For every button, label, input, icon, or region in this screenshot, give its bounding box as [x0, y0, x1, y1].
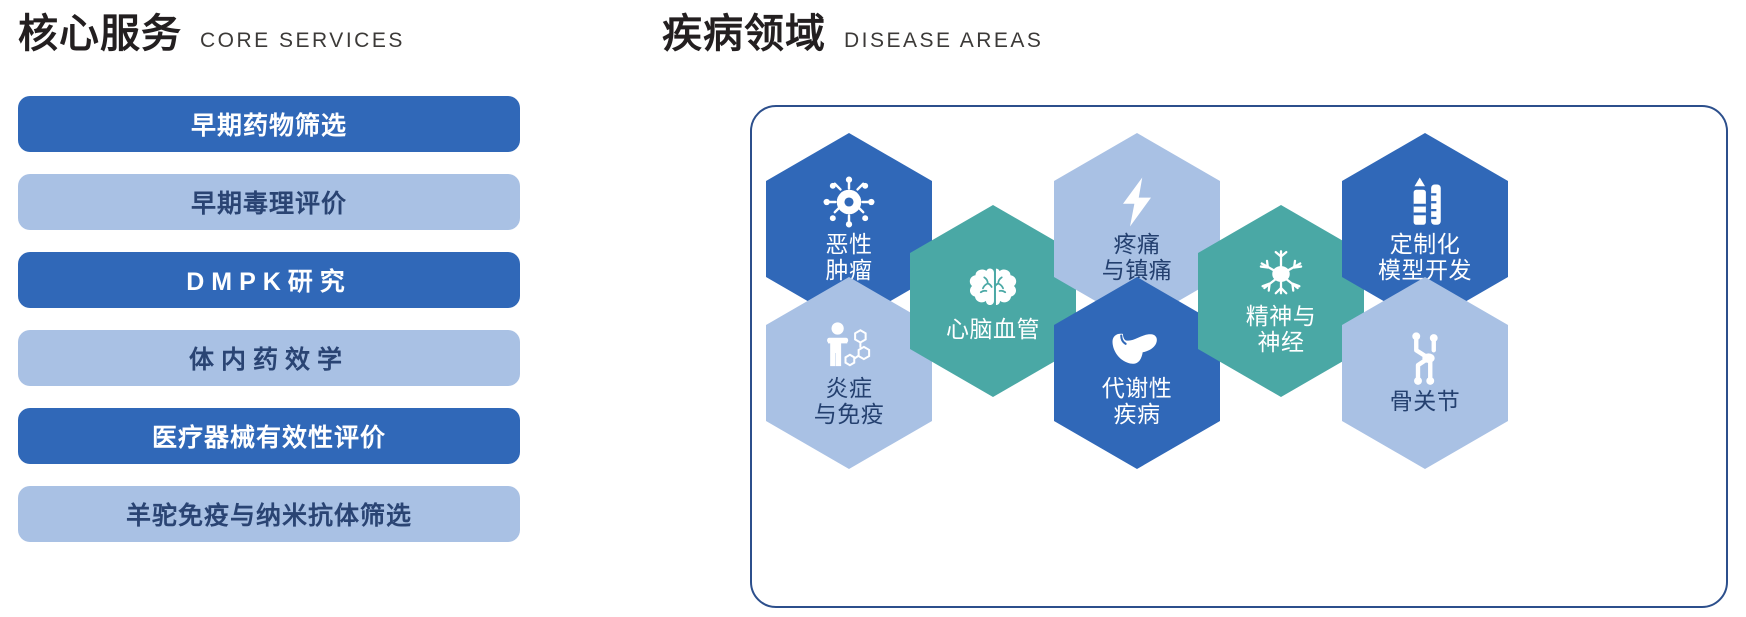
- service-pill-label: 羊驼免疫与纳米抗体筛选: [125, 502, 412, 530]
- hex-tile-psychiatry-neurology[interactable]: 精神与 神经: [1198, 205, 1364, 397]
- disease-areas-heading: 疾病领域 DISEASE AREAS: [662, 14, 1043, 54]
- service-pill-label: 医疗器械有效性评价: [151, 424, 386, 452]
- neuron-icon: [1250, 246, 1312, 302]
- virus-icon: [818, 174, 880, 230]
- core-services-list: 早期药物筛选 早期毒理评价 DMPK研究 体内药效学 医疗器械有效性评价 羊驼免…: [18, 96, 520, 564]
- core-services-heading: 核心服务 CORE SERVICES: [18, 14, 405, 54]
- service-pill-5[interactable]: 羊驼免疫与纳米抗体筛选: [18, 486, 520, 542]
- service-pill-0[interactable]: 早期药物筛选: [18, 96, 520, 152]
- service-pill-1[interactable]: 早期毒理评价: [18, 174, 520, 230]
- brain-icon: [962, 259, 1024, 315]
- liver-icon: [1106, 318, 1168, 374]
- hex-tile-cardio-cerebrovascular[interactable]: 心脑血管: [910, 205, 1076, 397]
- test-tube-icon: [1394, 174, 1456, 230]
- hex-tile-label: 代谢性 疾病: [1101, 375, 1173, 427]
- hex-tile-label: 心脑血管: [946, 316, 1040, 343]
- hex-tile-inflammation-immunity[interactable]: 炎症 与免疫: [766, 277, 932, 469]
- joint-icon: [1394, 331, 1456, 387]
- disease-areas-title-en: DISEASE AREAS: [844, 29, 1044, 52]
- service-pill-label: 早期药物筛选: [190, 112, 347, 140]
- core-services-title-cn: 核心服务: [18, 12, 182, 56]
- hex-tile-label: 精神与 神经: [1245, 303, 1317, 355]
- service-pill-4[interactable]: 医疗器械有效性评价: [18, 408, 520, 464]
- hex-tile-bone-joint[interactable]: 骨关节: [1342, 277, 1508, 469]
- core-services-title-en: CORE SERVICES: [200, 29, 405, 52]
- hex-tile-label: 炎症 与免疫: [813, 375, 885, 427]
- hexagon-grid: 恶性 肿瘤: [752, 107, 1730, 610]
- service-pill-label: 体内药效学: [188, 346, 349, 374]
- hex-tile-label: 骨关节: [1389, 388, 1461, 415]
- service-pill-label: 早期毒理评价: [190, 190, 347, 218]
- service-pill-label: DMPK研究: [186, 268, 352, 296]
- lightning-icon: [1106, 174, 1168, 230]
- disease-areas-panel: 恶性 肿瘤: [750, 105, 1728, 608]
- hex-tile-label: 疼痛 与镇痛: [1101, 231, 1173, 283]
- service-pill-3[interactable]: 体内药效学: [18, 330, 520, 386]
- hex-tile-metabolic-disease[interactable]: 代谢性 疾病: [1054, 277, 1220, 469]
- person-molecule-icon: [818, 318, 880, 374]
- disease-areas-title-cn: 疾病领域: [662, 12, 826, 56]
- service-pill-2[interactable]: DMPK研究: [18, 252, 520, 308]
- hex-tile-label: 恶性 肿瘤: [825, 231, 873, 283]
- hex-tile-label: 定制化 模型开发: [1378, 231, 1472, 283]
